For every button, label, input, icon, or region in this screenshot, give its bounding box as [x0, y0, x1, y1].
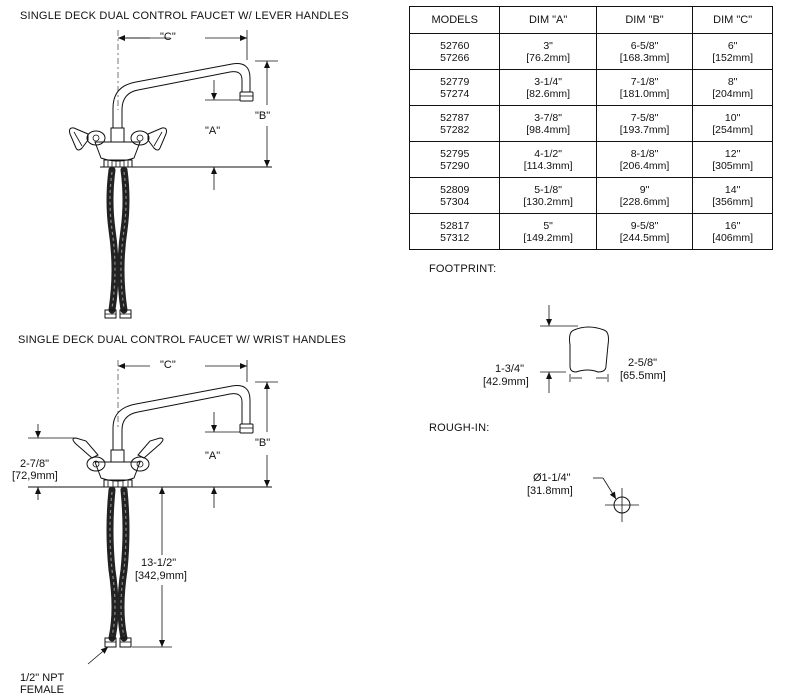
handle-height-mm-label: [72,9mm] — [12, 470, 58, 482]
wrist-dim-c-label: "C" — [160, 359, 176, 371]
dim-a-cell: 3-1/4"[82.6mm] — [499, 69, 597, 106]
dim-a-cell: 3-7/8"[98.4mm] — [499, 105, 597, 142]
wrist-faucet-title: SINGLE DECK DUAL CONTROL FAUCET W/ WRIST… — [18, 334, 347, 346]
rough-in-diameter-mm-label: [31.8mm] — [527, 485, 573, 497]
dim-a-cell: 5-1/8"[130.2mm] — [499, 177, 597, 214]
wrist-dim-b-label: "B" — [255, 437, 271, 449]
header-dim-a: DIM "A" — [499, 6, 597, 34]
header-models: MODELS — [408, 6, 501, 34]
dim-c-cell: 10"[254mm] — [692, 105, 773, 142]
footprint-drawing — [540, 305, 609, 393]
dim-c-cell: 12"[305mm] — [692, 141, 773, 178]
rough-in-drawing — [593, 477, 639, 522]
dim-c-cell: 14"[356mm] — [692, 177, 773, 214]
dim-a-cell: 5"[149.2mm] — [499, 213, 597, 250]
hose-length-label: 13-1/2" — [141, 557, 177, 569]
handle-height-label: 2-7/8" — [20, 458, 49, 470]
footprint-depth-label: 1-3/4" — [495, 363, 524, 375]
wrist-faucet-drawing — [28, 360, 278, 665]
dim-a-cell: 4-1/2"[114.3mm] — [499, 141, 597, 178]
rough-in-diameter-label: Ø1-1/4" — [533, 472, 571, 484]
hose-length-mm-label: [342,9mm] — [135, 570, 187, 582]
dim-c-cell: 16"[406mm] — [692, 213, 773, 250]
dim-a-cell: 3"[76.2mm] — [499, 33, 597, 70]
header-dim-c: DIM "C" — [692, 6, 773, 34]
lever-faucet-title: SINGLE DECK DUAL CONTROL FAUCET W/ LEVER… — [20, 10, 349, 22]
dim-b-cell: 9"[228.6mm] — [595, 177, 694, 214]
dim-b-cell: 9-5/8"[244.5mm] — [595, 213, 694, 250]
lever-dim-b-label: "B" — [255, 110, 271, 122]
npt-female-label: FEMALE — [20, 684, 65, 696]
lever-dim-c-label: "C" — [160, 31, 176, 43]
npt-connection-label: 1/2" NPT — [20, 672, 65, 684]
table-header-row: MODELS DIM "A" DIM "B" DIM "C" — [408, 6, 773, 34]
dim-c-cell: 6"[152mm] — [692, 33, 773, 70]
footprint-title: FOOTPRINT: — [429, 263, 497, 275]
rough-in-title: ROUGH-IN: — [429, 422, 490, 434]
footprint-depth-mm-label: [42.9mm] — [483, 376, 529, 388]
dim-b-cell: 7-5/8"[193.7mm] — [595, 105, 694, 142]
footprint-width-label: 2-5/8" — [628, 357, 657, 369]
lever-dim-a-label: "A" — [205, 125, 221, 137]
wrist-dim-a-label: "A" — [205, 450, 221, 462]
dim-b-cell: 7-1/8"[181.0mm] — [595, 69, 694, 106]
footprint-width-mm-label: [65.5mm] — [620, 370, 666, 382]
dim-b-cell: 8-1/8"[206.4mm] — [595, 141, 694, 178]
lever-faucet-drawing — [69, 30, 278, 319]
dim-b-cell: 6-5/8"[168.3mm] — [595, 33, 694, 70]
dim-c-cell: 8"[204mm] — [692, 69, 773, 106]
header-dim-b: DIM "B" — [595, 6, 694, 34]
